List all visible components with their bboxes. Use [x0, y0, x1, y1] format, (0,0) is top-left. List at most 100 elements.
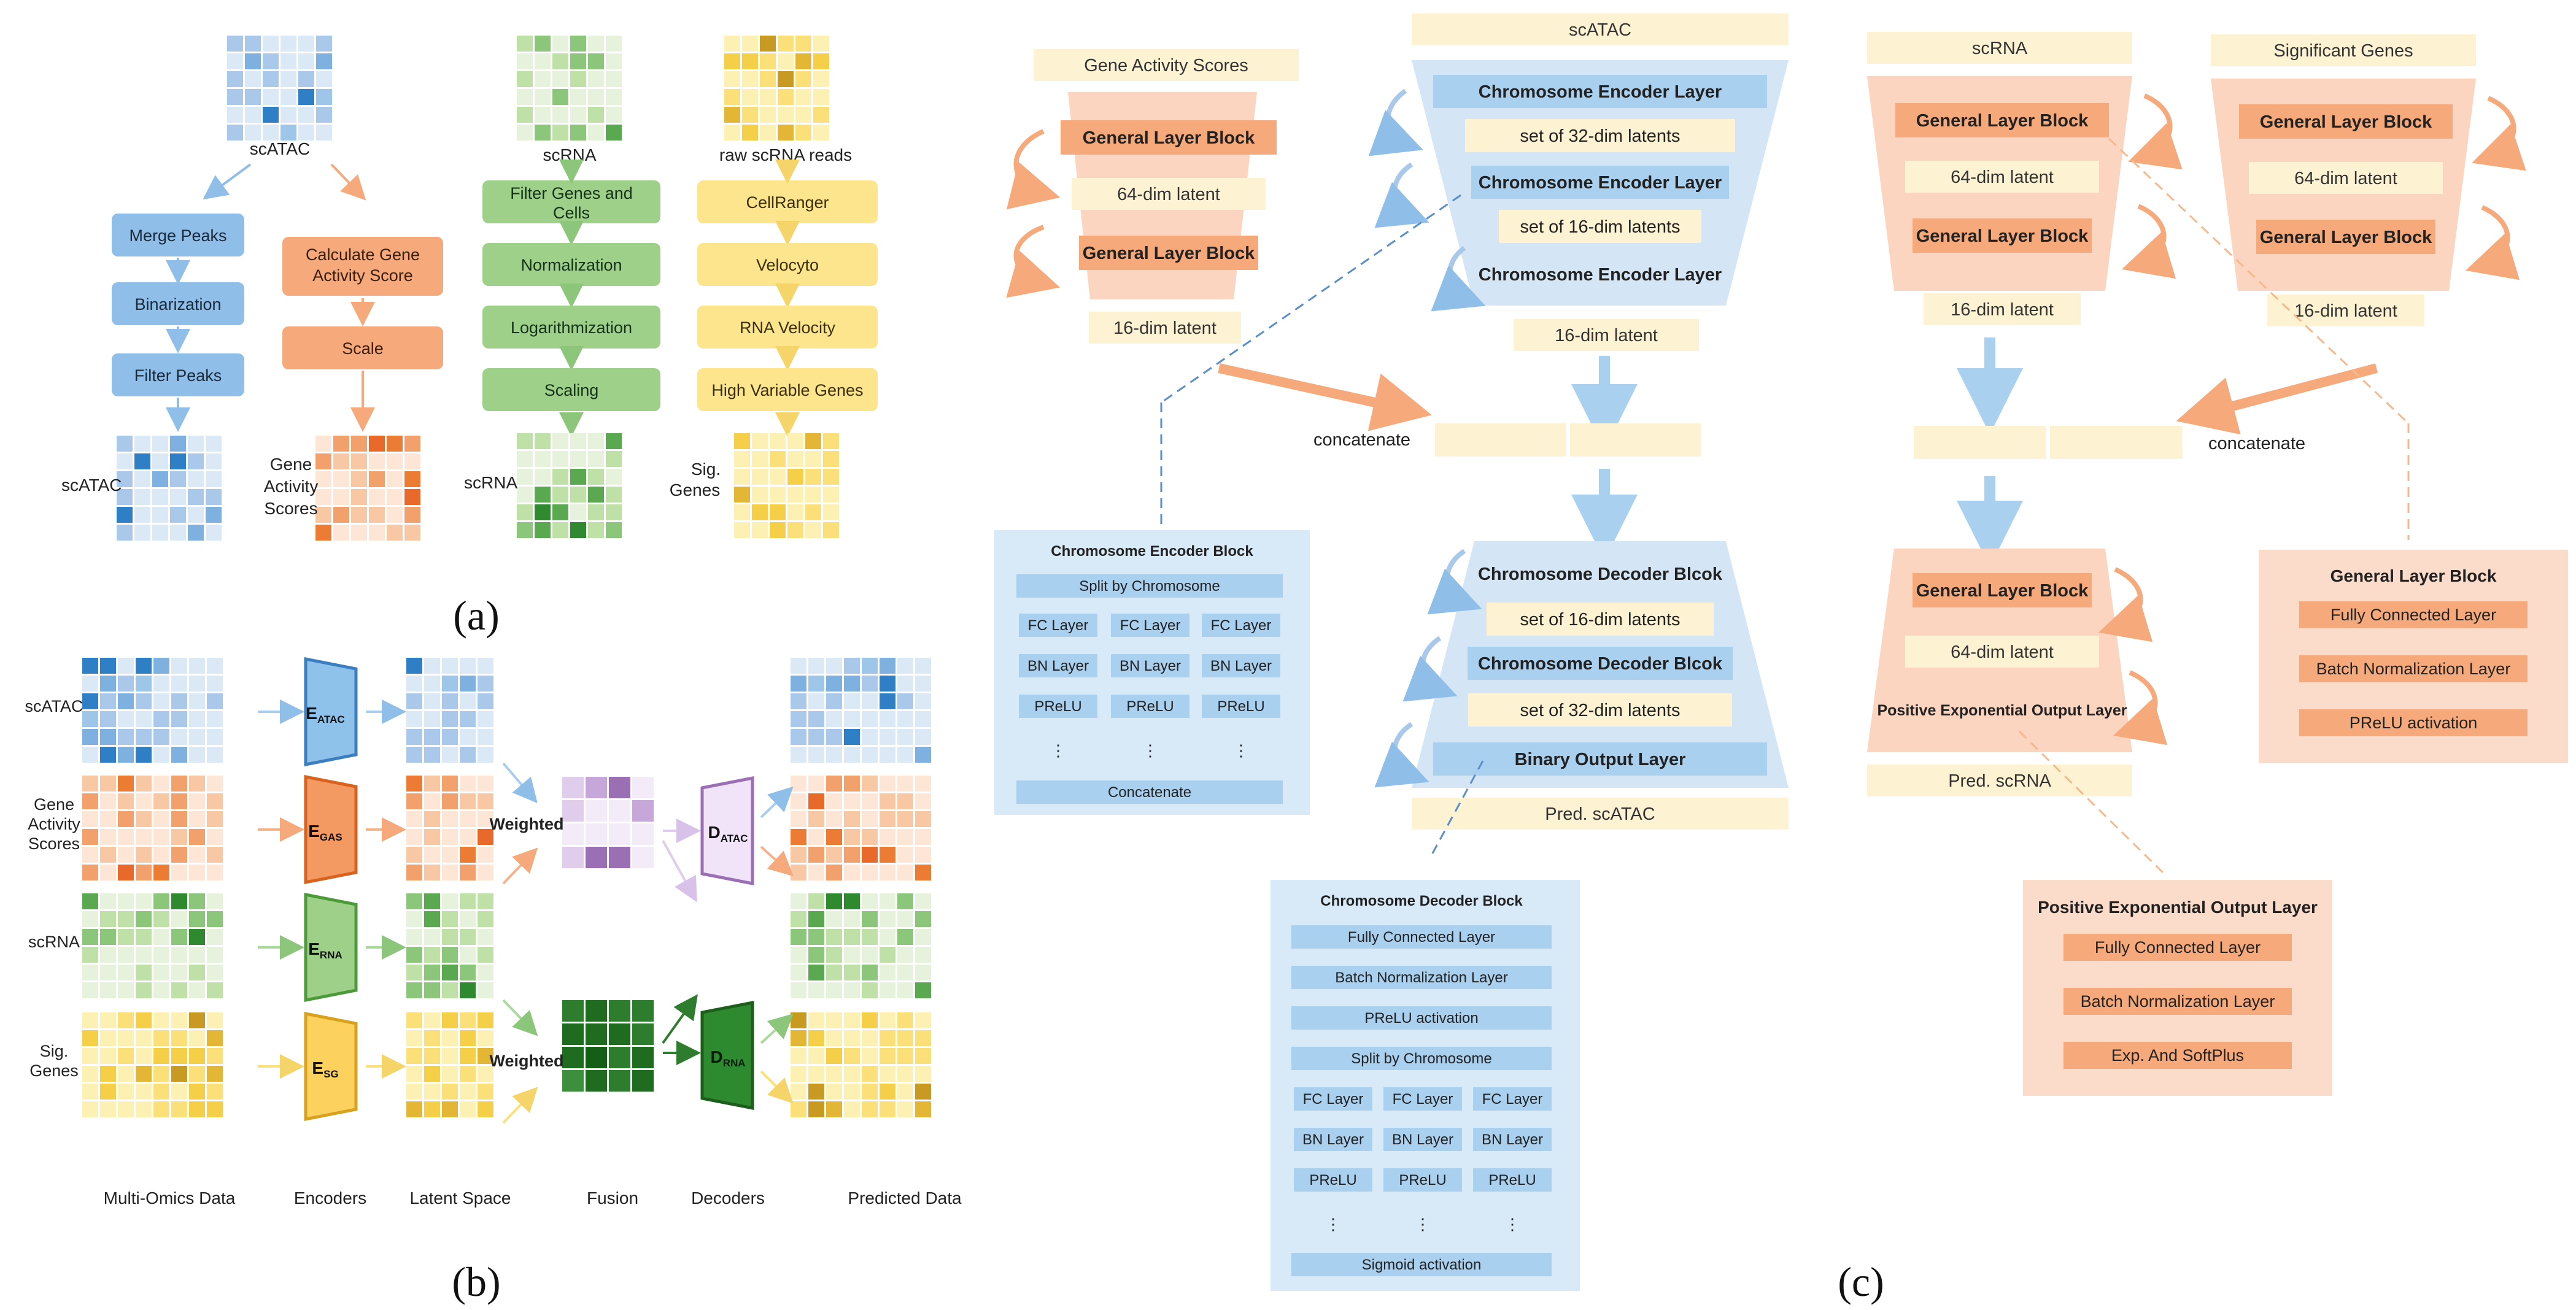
svg-text:Merge Peaks: Merge Peaks — [129, 226, 226, 245]
matrix-cell — [424, 711, 440, 727]
matrix-cell — [424, 847, 440, 863]
matrix-cell — [171, 711, 187, 727]
matrix-cell — [813, 36, 829, 52]
label: PReLU — [1309, 1172, 1356, 1189]
matrix-cell — [724, 71, 740, 87]
matrix-cell — [189, 829, 205, 845]
svg-text:General Layer Block: General Layer Block — [2260, 112, 2432, 132]
matrix-cell — [406, 711, 422, 727]
matrix-cell — [153, 982, 169, 998]
matrix-cell — [387, 489, 403, 505]
matrix-cell — [742, 71, 758, 87]
matrix-cell — [897, 747, 913, 763]
matrix-cell — [207, 829, 223, 845]
matrix-cell — [791, 865, 806, 880]
sg-to-concat-arrow — [2176, 363, 2378, 435]
column-label: Predicted Data — [848, 1189, 962, 1208]
svg-text:64-dim latent: 64-dim latent — [1117, 185, 1220, 204]
matrix-cell — [207, 1066, 223, 1082]
label: Batch Normalization Layer — [2316, 660, 2511, 678]
matrix-cell — [460, 865, 476, 880]
decoder-sublayer: BN Layer — [1383, 1128, 1462, 1151]
svg-text:64-dim latent: 64-dim latent — [2294, 169, 2397, 188]
matrix-cell — [915, 1048, 931, 1064]
matrix-cell — [189, 811, 205, 827]
matrix-cell — [880, 1012, 895, 1028]
matrix-cell — [770, 522, 786, 538]
matrix-cell — [562, 847, 584, 868]
matrix-cell — [897, 1066, 913, 1082]
column-label: Multi-Omics Data — [104, 1189, 236, 1208]
matrix-cell — [206, 471, 222, 487]
matrix-cell — [778, 36, 794, 52]
matrix-cell — [632, 1047, 654, 1068]
matrix-cell — [805, 433, 821, 449]
matrix-cell — [171, 747, 187, 763]
matrix-cell — [880, 811, 895, 827]
matrix-cell — [442, 1066, 458, 1082]
matrix-cell — [606, 451, 622, 467]
recurrent-arrow — [1431, 245, 1486, 312]
matrix-cell — [315, 436, 331, 452]
row-label: scRNA — [28, 933, 80, 951]
matrix-cell — [442, 847, 458, 863]
matrix-cell — [189, 729, 205, 745]
matrix-cell — [100, 911, 116, 927]
matrix-cell — [552, 451, 568, 467]
matrix-cell — [188, 507, 204, 523]
matrix-cell — [171, 676, 187, 692]
matrix-cell — [424, 865, 440, 880]
matrix-cell — [897, 893, 913, 909]
matrix-cell — [826, 829, 842, 845]
matrix-cell — [100, 658, 116, 674]
matrix-cell — [171, 1030, 187, 1046]
matrix-cell — [562, 823, 584, 845]
label: Chromosome Encoder Layer — [1479, 82, 1722, 102]
label: FC Layer — [1482, 1091, 1543, 1108]
glb-step: Batch Normalization Layer — [2299, 655, 2528, 682]
matrix-cell — [406, 776, 422, 792]
matrix-cell — [136, 793, 152, 809]
matrix-cell — [787, 433, 803, 449]
matrix-cell — [760, 36, 776, 52]
matrix-cell — [406, 811, 422, 827]
matrix-cell — [189, 929, 205, 945]
label: Fully Connected Layer — [1348, 929, 1495, 946]
matrix-cell — [588, 36, 604, 52]
matrix-cell — [188, 453, 204, 469]
matrix-cell — [862, 865, 878, 880]
matrix-cell — [118, 947, 134, 963]
matrix-cell — [152, 489, 168, 505]
matrix-cell — [805, 451, 821, 467]
matrix-cell — [280, 89, 296, 105]
matrix-cell — [826, 911, 842, 927]
matrix-cell — [844, 676, 860, 692]
matrix-cell — [915, 811, 931, 827]
matrix-cell — [369, 453, 385, 469]
matrix-cell — [153, 965, 169, 981]
label: Chromosome Decoder Block — [1320, 893, 1523, 909]
matrix-cell — [862, 793, 878, 809]
matrix-cell — [442, 947, 458, 963]
matrix-cell — [82, 1101, 98, 1117]
matrix-cell — [189, 676, 205, 692]
omics-matrices — [82, 658, 931, 1117]
column-label: Decoders — [691, 1189, 765, 1208]
matrix-cell — [808, 729, 824, 745]
matrix-cell — [442, 658, 458, 674]
label: FC Layer — [1120, 617, 1181, 634]
matrix-cell — [153, 776, 169, 792]
matrix-cell — [752, 504, 768, 520]
matrix-cell — [791, 729, 806, 745]
matrix-cell — [517, 71, 533, 87]
matrix-cell — [586, 1023, 607, 1045]
matrix-cell — [82, 1012, 98, 1028]
matrix-cell — [862, 829, 878, 845]
matrix-cell — [406, 911, 422, 927]
pred-scatac-bar: Pred. scATAC — [1412, 798, 1789, 830]
rna-latent-16: 16-dim latent — [1924, 293, 2081, 325]
label: CellRanger — [746, 193, 829, 212]
matrix-cell — [406, 676, 422, 692]
